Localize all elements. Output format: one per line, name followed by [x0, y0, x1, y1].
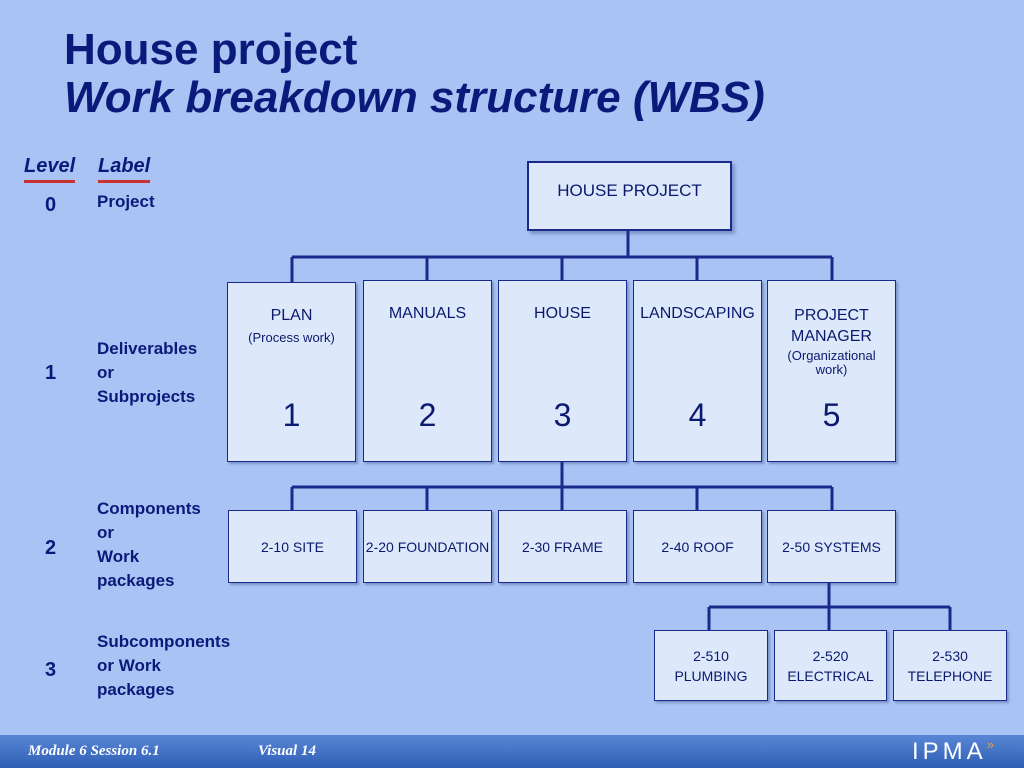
deliverable-3-name: HOUSE	[534, 305, 591, 322]
root-node-label: HOUSE PROJECT	[557, 181, 702, 200]
deliverable-1-name: PLAN	[270, 307, 313, 324]
work-package-2-40-roof: 2-40 ROOF	[633, 510, 762, 583]
deliverable-node-house: HOUSE 3	[498, 280, 627, 462]
level-2-number: 2	[45, 537, 57, 559]
deliverable-5-number: 5	[822, 397, 841, 433]
slide-title: House project Work breakdown structure (…	[64, 26, 765, 121]
level-header: Level	[24, 155, 75, 183]
title-line-2: Work breakdown structure (WBS)	[64, 72, 765, 122]
ipma-logo-text: IPMA	[912, 738, 987, 765]
deliverable-node-plan: PLAN (Process work) 1	[227, 282, 356, 462]
work-package-2-50-systems: 2-50 SYSTEMS	[767, 510, 896, 583]
work-package-2-10-site: 2-10 SITE	[228, 510, 357, 583]
level-2-label: Components or Work packages	[97, 499, 201, 590]
footer-bar: Module 6 Session 6.1 Visual 14 IPMA»	[0, 735, 1024, 768]
level-1-label: Deliverables or Subprojects	[97, 339, 198, 406]
level-1-number: 1	[45, 362, 57, 384]
ipma-logo: IPMA»	[912, 737, 994, 766]
work-package-2-30-frame: 2-30 FRAME	[498, 510, 627, 583]
title-line-1: House project	[64, 25, 358, 74]
deliverable-5-subtitle: (Organizational work)	[787, 348, 876, 377]
ipma-logo-mark: »	[986, 737, 994, 752]
deliverable-4-number: 4	[688, 397, 707, 433]
level-0-label: Project	[97, 192, 155, 211]
deliverable-1-subtitle: (Process work)	[248, 330, 335, 345]
deliverable-3-number: 3	[553, 397, 572, 433]
work-package-2-20-foundation: 2-20 FOUNDATION	[363, 510, 492, 583]
level-3-label: Subcomponents or Work packages	[97, 632, 231, 699]
deliverable-1-number: 1	[282, 397, 301, 433]
deliverable-node-landscaping: LANDSCAPING 4	[633, 280, 762, 462]
subcomponent-2-530-telephone: 2-530 TELEPHONE	[893, 630, 1007, 701]
level-3-number: 3	[45, 659, 57, 681]
deliverable-node-project-manager: PROJECT MANAGER (Organizational work) 5	[767, 280, 896, 462]
deliverable-2-name: MANUALS	[388, 305, 467, 322]
level-0-number: 0	[45, 194, 57, 216]
label-header: Label	[98, 155, 150, 183]
deliverable-5-name: PROJECT MANAGER	[791, 307, 872, 345]
subcomponent-2-520-electrical: 2-520 ELECTRICAL	[774, 630, 887, 701]
footer-module-session: Module 6 Session 6.1	[28, 743, 160, 759]
deliverable-2-number: 2	[418, 397, 437, 433]
root-node-house-project: HOUSE PROJECT	[527, 161, 732, 231]
subcomponent-2-510-plumbing: 2-510 PLUMBING	[654, 630, 768, 701]
deliverable-4-name: LANDSCAPING	[640, 305, 755, 322]
footer-visual-number: Visual 14	[258, 743, 316, 759]
deliverable-node-manuals: MANUALS 2	[363, 280, 492, 462]
